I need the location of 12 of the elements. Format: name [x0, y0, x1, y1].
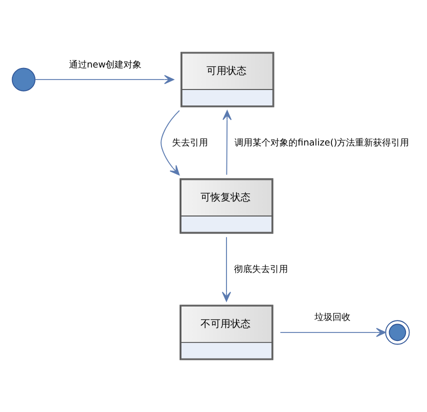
arrow	[280, 328, 386, 337]
edge-label: 垃圾回收	[314, 313, 351, 324]
edge-label: 调用某个对象的finalize()方法重新获得引用	[234, 138, 410, 149]
node-circle	[12, 68, 36, 92]
edge-label: 彻底失去引用	[234, 264, 288, 275]
edge-label: 通过new创建对象	[68, 60, 142, 70]
arrow	[34, 75, 174, 84]
arrow	[160, 110, 180, 176]
edge-label: 失去引用	[172, 138, 208, 149]
arrow	[222, 110, 232, 176]
arrow	[222, 236, 232, 302]
node-circle	[385, 320, 410, 345]
